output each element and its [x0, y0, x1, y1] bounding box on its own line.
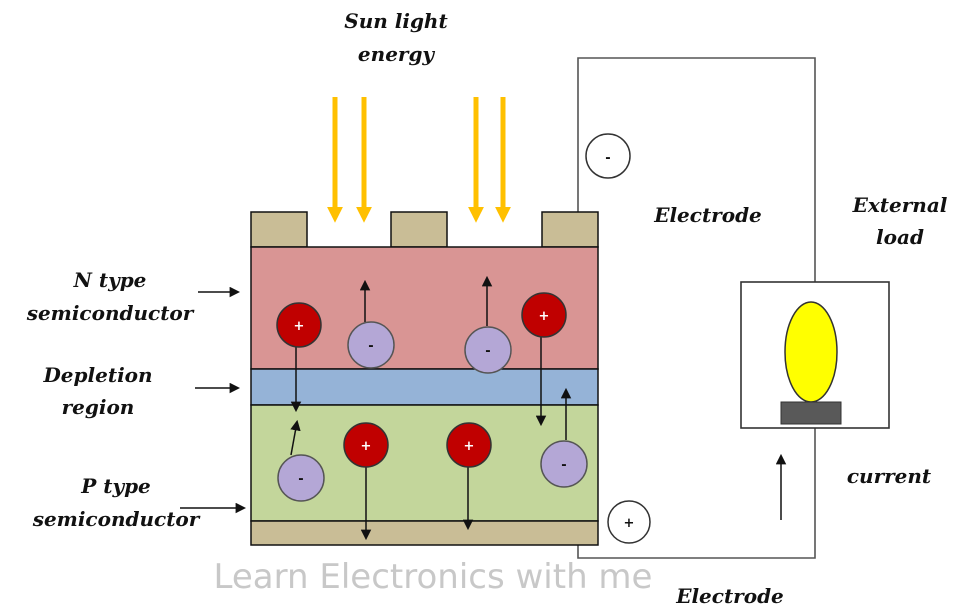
external-load-label-line2: load	[876, 225, 924, 249]
top-electrode-contacts	[250, 211, 599, 248]
electrode-bottom-label: Electrode	[675, 584, 784, 608]
sunlight-label-line1: Sun light	[344, 9, 448, 33]
external-load-label-line1: External	[852, 193, 948, 217]
watermark: Learn Electronics with me	[214, 557, 653, 597]
n-type-label-line2: semiconductor	[26, 301, 195, 325]
electron-sign: -	[561, 458, 566, 473]
bulb-icon	[784, 301, 838, 403]
electron-sign: -	[368, 339, 373, 354]
hole-carrier: +	[446, 422, 492, 468]
positive-terminal: +	[607, 500, 651, 544]
electron-carrier: -	[464, 326, 512, 374]
electron-sign: -	[485, 344, 490, 359]
electron-sign: -	[298, 472, 303, 487]
holes: + + + +	[276, 292, 567, 468]
n-type-label-line1: N type	[73, 268, 147, 292]
electron-carrier: -	[347, 321, 395, 369]
bulb-base	[780, 401, 842, 425]
p-type-label-line2: semiconductor	[32, 507, 201, 531]
sunlight-arrows	[326, 97, 512, 223]
label-pointer-arrows	[180, 286, 247, 514]
electrons: - - - -	[277, 321, 588, 502]
bottom-electrode-plate	[250, 520, 599, 546]
hole-carrier: +	[343, 422, 389, 468]
hole-carrier: +	[521, 292, 567, 338]
hole-sign: +	[539, 309, 550, 324]
negative-terminal: -	[585, 133, 631, 179]
hole-sign: +	[294, 319, 305, 334]
electron-carrier: -	[540, 440, 588, 488]
sunlight-label-line2: energy	[358, 42, 436, 66]
external-load-box	[740, 281, 890, 429]
positive-terminal-sign: +	[624, 516, 635, 531]
negative-terminal-sign: -	[605, 151, 610, 166]
hole-sign: +	[464, 439, 475, 454]
circuit-wire	[577, 57, 816, 559]
hole-carrier: +	[276, 302, 322, 348]
p-type-label-line1: P type	[80, 474, 151, 498]
depletion-label-line2: region	[62, 395, 135, 419]
depletion-label-line1: Depletion	[42, 363, 152, 387]
depletion-layer	[250, 368, 599, 406]
electron-carrier: -	[277, 454, 325, 502]
current-label: current	[847, 464, 932, 488]
electrode-top-label: Electrode	[653, 203, 762, 227]
hole-sign: +	[361, 439, 372, 454]
carrier-motion-arrows	[290, 275, 572, 541]
